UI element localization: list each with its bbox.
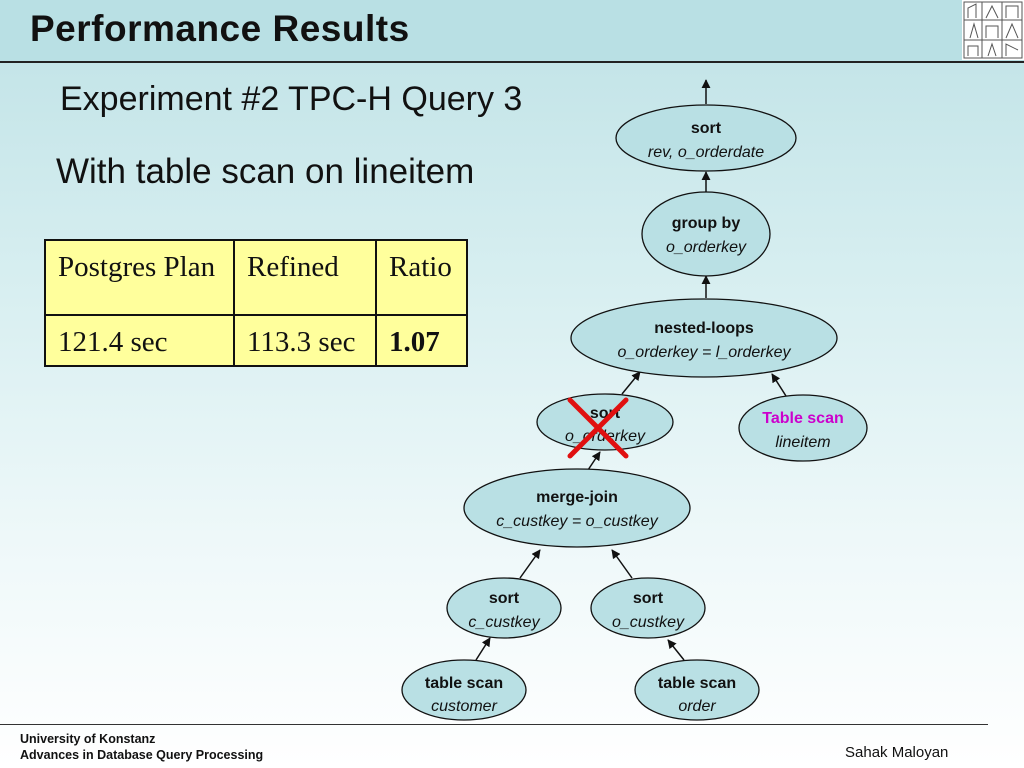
sort-orderkey-op: sort (590, 405, 621, 422)
group-by-detail: o_orderkey (666, 239, 747, 256)
node-scan-lineitem (738, 394, 868, 462)
scan-customer-detail: customer (431, 698, 497, 715)
edge-order-sorto (667, 639, 685, 661)
experiment-note: With table scan on lineitem (56, 152, 475, 191)
university-logo-icon (962, 0, 1024, 60)
experiment-heading: Experiment #2 TPC-H Query 3 (60, 80, 523, 118)
node-group-by (641, 191, 771, 277)
removed-cross-icon (567, 397, 629, 459)
slide-title: Performance Results (30, 8, 410, 49)
node-merge-join (463, 468, 691, 548)
header-ratio: Ratio (375, 239, 468, 316)
edge-sort-nested (621, 371, 641, 395)
nested-loops-detail: o_orderkey = l_orderkey (618, 344, 792, 361)
node-scan-customer (401, 659, 527, 721)
sort-o-custkey-detail: o_custkey (612, 614, 685, 631)
sort-top-op: sort (691, 120, 722, 137)
node-sort-c-custkey (446, 577, 562, 639)
table-row: 121.4 sec 113.3 sec 1.07 (44, 314, 468, 367)
scan-lineitem-op: Table scan (762, 410, 844, 427)
header-divider (0, 61, 1024, 63)
sort-c-custkey-detail: c_custkey (468, 614, 540, 631)
node-sort-top (615, 104, 797, 172)
edge-customer-sortc (475, 637, 491, 661)
scan-order-op: table scan (658, 675, 736, 692)
node-scan-order (634, 659, 760, 721)
results-table: Postgres Plan Refined Ratio 121.4 sec 11… (44, 239, 468, 367)
scan-lineitem-detail: lineitem (775, 434, 830, 451)
sort-o-custkey-op: sort (633, 590, 664, 607)
value-ratio: 1.07 (375, 314, 468, 367)
scan-customer-op: table scan (425, 675, 503, 692)
merge-join-op: merge-join (536, 489, 618, 506)
footer-author: Sahak Maloyan (845, 744, 949, 761)
nested-loops-op: nested-loops (654, 320, 754, 337)
header-refined: Refined (233, 239, 377, 316)
node-sort-o-custkey (590, 577, 706, 639)
edge-sortc-merge (519, 549, 541, 579)
edge-sorto-merge (611, 549, 633, 579)
sort-c-custkey-op: sort (489, 590, 520, 607)
footer-university: University of Konstanz (20, 732, 156, 746)
edge-merge-sort (587, 451, 601, 471)
value-postgres-plan: 121.4 sec (44, 314, 235, 367)
value-refined: 113.3 sec (233, 314, 377, 367)
node-nested-loops (570, 298, 838, 378)
footer-institution: University of Konstanz Advances in Datab… (20, 731, 263, 763)
header-postgres-plan: Postgres Plan (44, 239, 235, 316)
table-row: Postgres Plan Refined Ratio (44, 239, 468, 316)
sort-top-detail: rev, o_orderdate (648, 144, 764, 161)
scan-order-detail: order (678, 698, 716, 715)
footer-course: Advances in Database Query Processing (20, 748, 264, 762)
merge-join-detail: c_custkey = o_custkey (496, 513, 658, 530)
edge-scan-nested (771, 373, 787, 397)
footer-divider (0, 724, 988, 725)
group-by-op: group by (672, 215, 741, 232)
slide-header (0, 0, 1024, 62)
